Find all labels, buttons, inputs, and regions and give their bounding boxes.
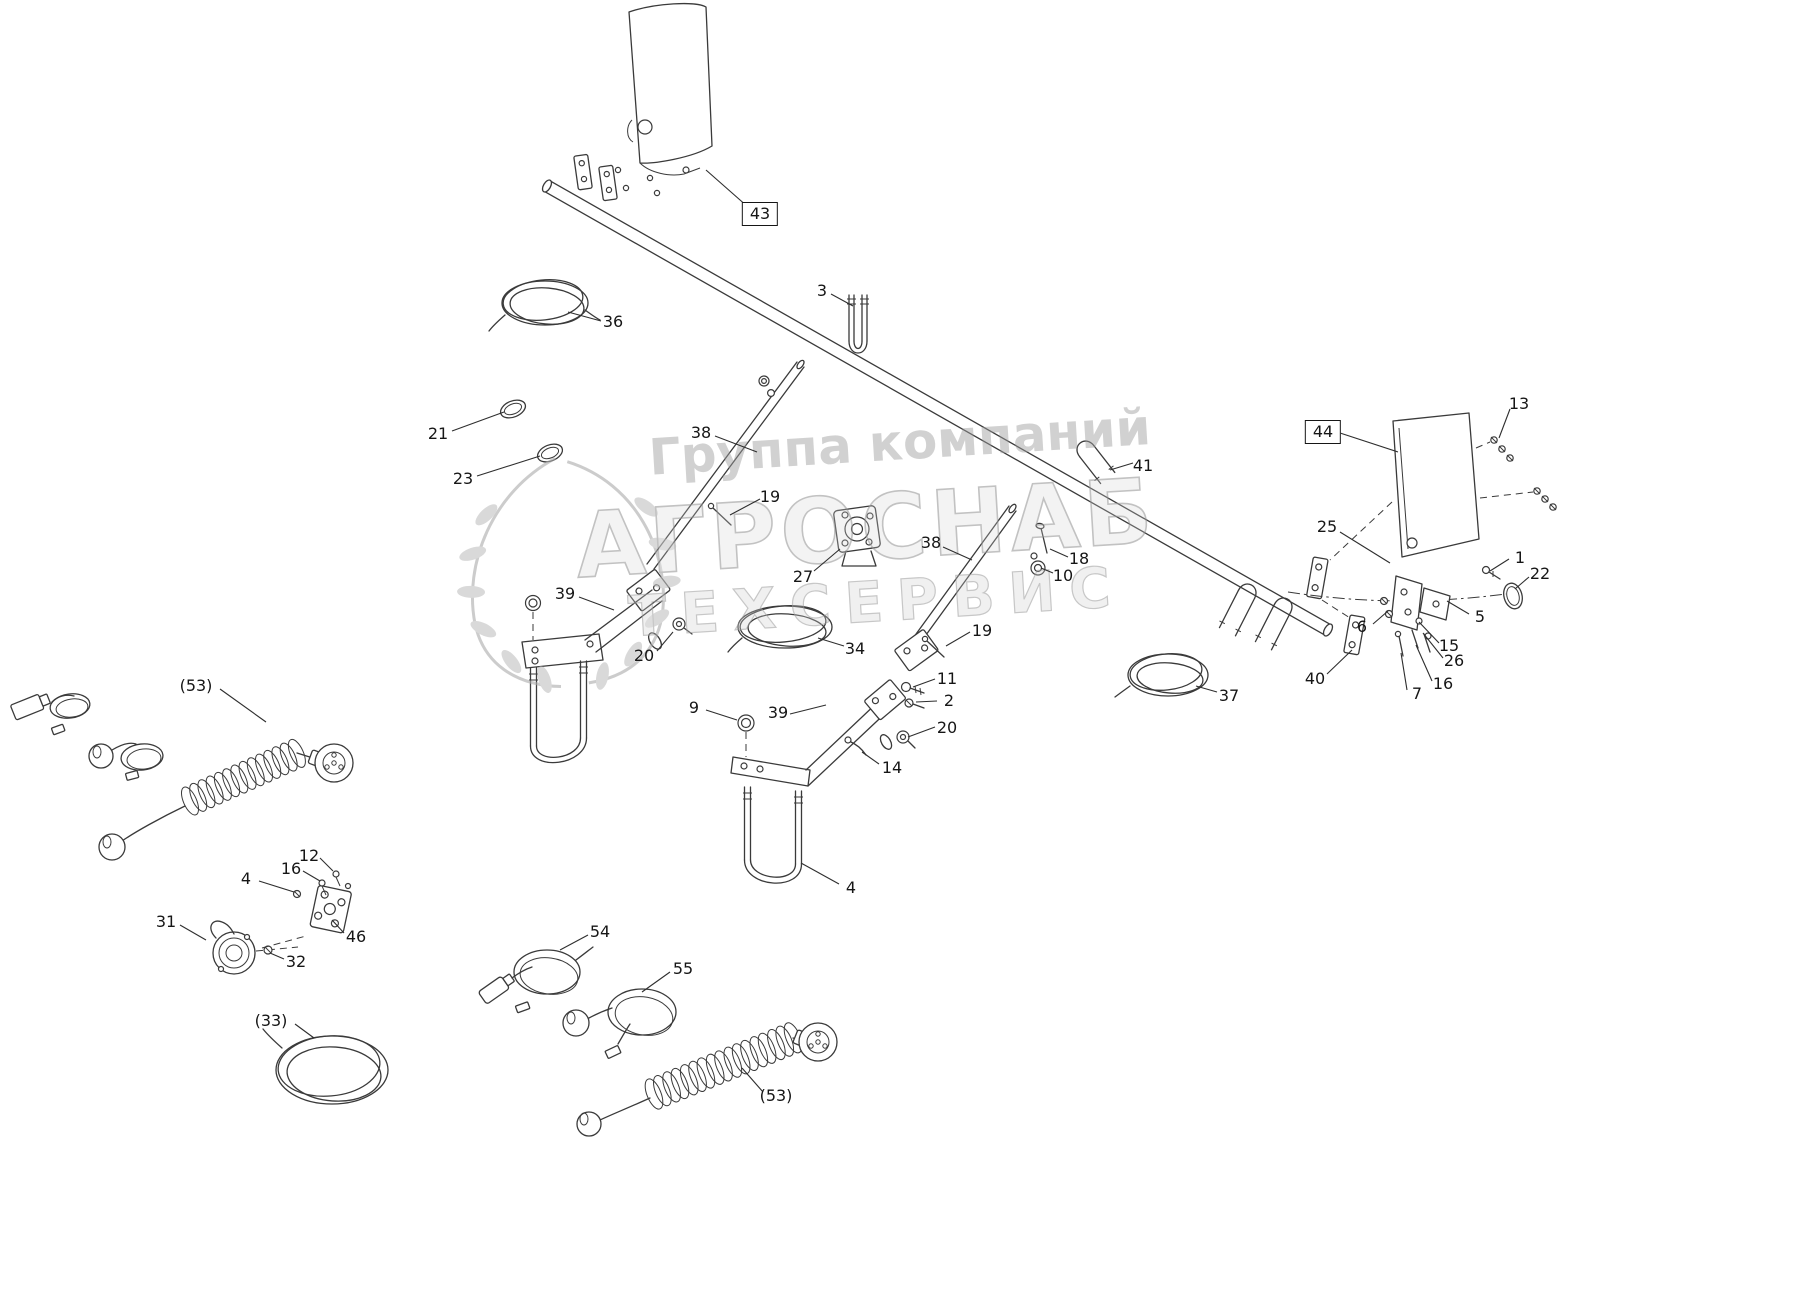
mount-plate-25 xyxy=(1306,556,1329,600)
grommet-21 xyxy=(499,399,527,419)
spiral-cable-53-bottom xyxy=(576,1022,838,1137)
cable-coil-34 xyxy=(727,605,833,653)
bracket-assembly-center xyxy=(730,679,925,884)
u-bolt-right-1 xyxy=(1218,583,1257,637)
pin-18 xyxy=(1035,522,1048,554)
screw-trio-13 xyxy=(1490,436,1514,462)
bracket-assembly-left xyxy=(521,589,693,764)
cable-55 xyxy=(562,988,677,1059)
connector-block-27 xyxy=(833,505,881,567)
watermark: Группа компаний АГРОСНАБ ТЕХСЕРВИС xyxy=(457,398,1160,693)
screw-trio-lower xyxy=(1533,487,1557,511)
mud-flap-top xyxy=(573,2,713,202)
mud-flap-right xyxy=(1392,412,1480,558)
cable-54 xyxy=(478,946,594,1014)
socket-31 xyxy=(210,920,299,975)
cable-coil-33 xyxy=(262,1028,389,1105)
pin-19-left xyxy=(707,502,732,526)
plug-cable-small-2 xyxy=(88,742,164,781)
main-toolbar-tube xyxy=(541,179,1334,637)
leader-lines xyxy=(179,169,1530,1093)
cable-coil-36 xyxy=(488,279,601,332)
cable-coil-37 xyxy=(1114,653,1209,698)
ring-22 xyxy=(1503,582,1523,610)
screw-1 xyxy=(1481,565,1501,580)
bracket-46 xyxy=(261,870,352,949)
bracket-cluster-right xyxy=(1379,575,1451,657)
mount-plate-40 xyxy=(1343,614,1366,656)
spiral-cable-53-top xyxy=(98,738,354,861)
u-bolt-41 xyxy=(1076,440,1116,485)
u-bolt-right-2 xyxy=(1254,597,1293,651)
screw-32 xyxy=(263,945,273,955)
plug-cable-small-1 xyxy=(10,693,91,736)
u-bolt-3 xyxy=(847,294,869,354)
pin-19-right xyxy=(921,635,945,658)
